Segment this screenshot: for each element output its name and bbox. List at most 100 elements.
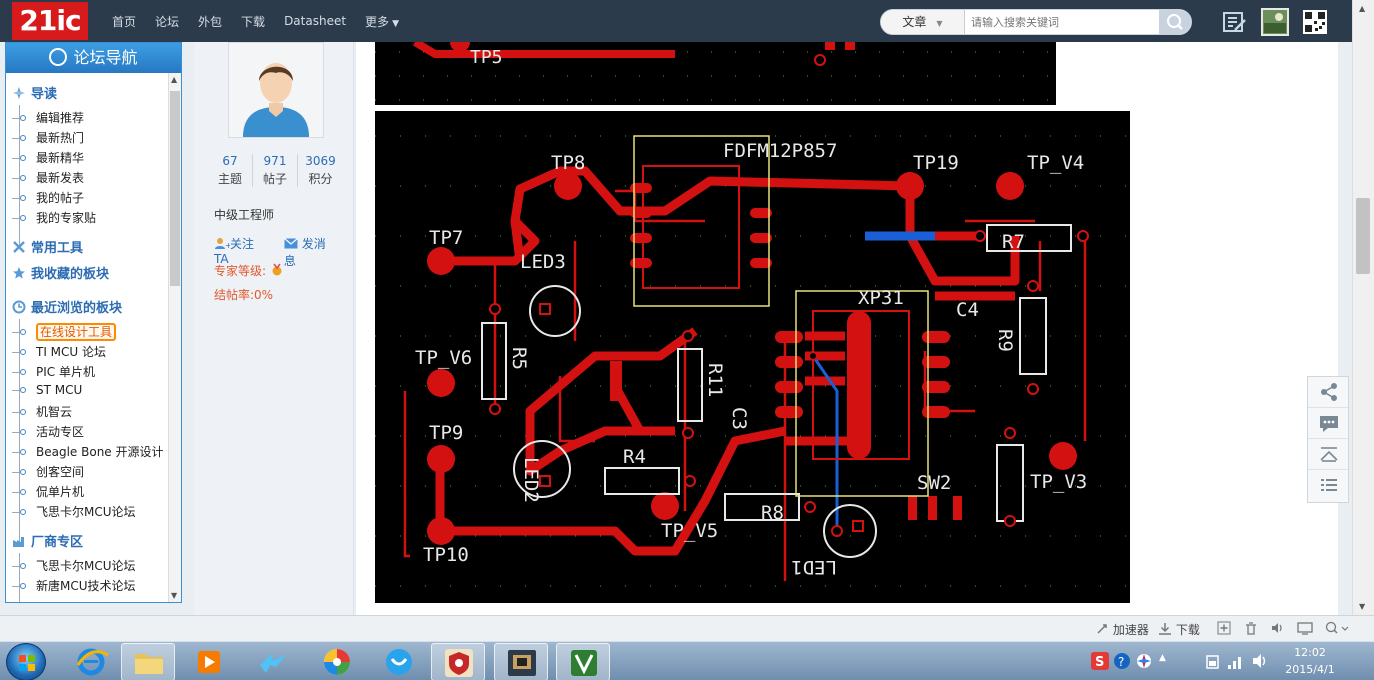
sidebar-item-freescale-vendor[interactable]: 飞思卡尔MCU论坛 (12, 557, 136, 574)
download-manager-button[interactable]: 下载 (1158, 621, 1200, 638)
scroll-down-icon[interactable]: ▼ (1359, 602, 1366, 611)
sidebar-section-guide[interactable]: 导读 (12, 83, 57, 102)
sidebar-item-pic[interactable]: PIC 单片机 (12, 363, 95, 380)
sidebar-item-st-mcu[interactable]: ST MCU (12, 383, 82, 397)
list-button[interactable] (1308, 470, 1348, 501)
sogou-input-icon[interactable]: S (1091, 652, 1109, 670)
search-button[interactable] (1159, 10, 1191, 34)
nav-forum[interactable]: 论坛 (155, 14, 180, 29)
taskbar-pcb-tool[interactable] (494, 643, 548, 680)
system-clock[interactable]: 12:02 2015/4/1 (1282, 644, 1338, 678)
page-scroll-thumb[interactable] (1356, 198, 1370, 274)
pcb-label: TP_V4 (1027, 152, 1084, 174)
nav-datasheet[interactable]: Datasheet (284, 14, 347, 28)
sidebar-item-latest[interactable]: 最新发表 (12, 169, 84, 186)
taskbar-chat[interactable] (372, 643, 426, 680)
taskbar-bird-app[interactable] (246, 643, 300, 680)
nav-home[interactable]: 首页 (112, 14, 137, 29)
chip-icon (508, 650, 536, 676)
sidebar-item-online-design-tool[interactable]: 在线设计工具 (12, 323, 117, 341)
sidebar-item-editor-pick[interactable]: 编辑推荐 (12, 109, 84, 126)
qr-code-icon[interactable] (1301, 8, 1329, 36)
taskbar-browser[interactable] (310, 643, 364, 680)
bird-icon (260, 653, 286, 673)
sidebar-section-vendors[interactable]: 厂商专区 (12, 531, 83, 550)
sidebar-scroll-thumb[interactable] (170, 91, 180, 286)
sidebar-item-ti-mcu[interactable]: TI MCU 论坛 (12, 343, 106, 360)
nav-download[interactable]: 下载 (241, 14, 266, 29)
forum-navigation-sidebar: 论坛导航 导读 编辑推荐 最新热门 最新精华 最新发表 我的帖子 我的专家贴 常… (5, 42, 182, 603)
sidebar-item-events[interactable]: 活动专区 (12, 423, 84, 440)
download-label: 下载 (1175, 623, 1200, 637)
pcb-label: TP_V3 (1030, 471, 1087, 493)
pcb-label: R5 (508, 347, 530, 370)
back-to-top-icon (1320, 447, 1338, 462)
sidebar-section-favorites[interactable]: 我收藏的板块 (12, 263, 109, 282)
comment-button[interactable] (1308, 408, 1348, 439)
scroll-up-icon[interactable]: ▲ (1359, 4, 1366, 13)
add-icon[interactable] (1217, 621, 1231, 635)
sidebar-item-gizwits[interactable]: 机智云 (12, 403, 72, 420)
bullet-icon (12, 195, 26, 201)
chevron-down-icon: ▼ (392, 18, 399, 29)
sidebar-section-recent[interactable]: 最近浏览的板块 (12, 297, 122, 316)
monitor-icon[interactable] (1297, 621, 1313, 635)
nav-outsourcing[interactable]: 外包 (198, 14, 223, 29)
edit-post-icon[interactable] (1220, 8, 1248, 36)
zoom-icon[interactable] (1325, 621, 1351, 635)
sidebar-item-my-posts[interactable]: 我的帖子 (12, 189, 84, 206)
user-avatar-icon[interactable] (1261, 8, 1289, 36)
search-input[interactable] (967, 10, 1161, 34)
message-button[interactable]: 发消息 (284, 235, 345, 269)
site-logo[interactable]: 21ic (12, 2, 88, 40)
nav-more[interactable]: 更多▼ (365, 13, 399, 30)
scroll-down-icon[interactable]: ▼ (171, 591, 178, 600)
taskbar-ie[interactable] (64, 643, 118, 680)
follow-button[interactable]: +关注TA (214, 235, 276, 269)
taskbar-antivirus[interactable] (431, 643, 485, 680)
pcb-label: TP7 (429, 227, 463, 249)
follow-user-icon: + (215, 238, 232, 250)
compass-icon (13, 87, 25, 99)
page-scrollbar[interactable]: ▲ ▼ (1352, 0, 1374, 615)
sidebar-item-mcu-chat[interactable]: 侃单片机 (12, 483, 84, 500)
sidebar-item-hot[interactable]: 最新热门 (12, 129, 84, 146)
sidebar-item-essence[interactable]: 最新精华 (12, 149, 84, 166)
taskbar-media[interactable] (182, 643, 236, 680)
bullet-icon (12, 215, 26, 221)
scroll-up-icon[interactable]: ▲ (171, 75, 178, 84)
sidebar-scrollbar[interactable]: ▲ ▼ (168, 73, 181, 602)
taskbar-vs-app[interactable] (556, 643, 610, 680)
list-icon (1321, 479, 1337, 491)
pinwheel-icon[interactable] (1135, 652, 1153, 670)
sidebar-item-freescale[interactable]: 飞思卡尔MCU论坛 (12, 503, 136, 520)
search-type-select[interactable]: 文章▼ (881, 10, 965, 34)
taskbar-explorer[interactable] (121, 643, 175, 680)
share-button[interactable] (1308, 377, 1348, 408)
pcb-label: R9 (994, 329, 1016, 352)
start-button[interactable] (6, 643, 46, 680)
back-to-top-button[interactable] (1308, 439, 1348, 470)
sidebar-item-my-expert-posts[interactable]: 我的专家贴 (12, 209, 96, 226)
sidebar-item-beaglebone[interactable]: Beagle Bone 开源设计 (12, 443, 164, 460)
sidebar-section-tools[interactable]: 常用工具 (12, 237, 83, 256)
avatar[interactable] (228, 42, 324, 138)
network-icon[interactable] (1227, 652, 1245, 670)
media-player-icon (198, 651, 220, 673)
pcb-label: SW2 (917, 472, 951, 494)
battery-icon[interactable] (1205, 652, 1221, 670)
speaker-icon[interactable] (1251, 652, 1269, 670)
trash-icon[interactable] (1244, 621, 1258, 635)
close-rate: 结帖率:0% (214, 288, 274, 302)
accelerator-button[interactable]: 加速器 (1095, 621, 1149, 638)
help-icon[interactable]: ? (1113, 652, 1131, 670)
tray-expand-icon[interactable]: ▲ (1159, 653, 1166, 663)
volume-icon[interactable] (1270, 621, 1284, 635)
sidebar-item-maker-space[interactable]: 创客空间 (12, 463, 84, 480)
bullet-icon (12, 175, 26, 181)
share-icon (1321, 383, 1337, 401)
sidebar-item-nuvoton[interactable]: 新唐MCU技术论坛 (12, 577, 136, 594)
